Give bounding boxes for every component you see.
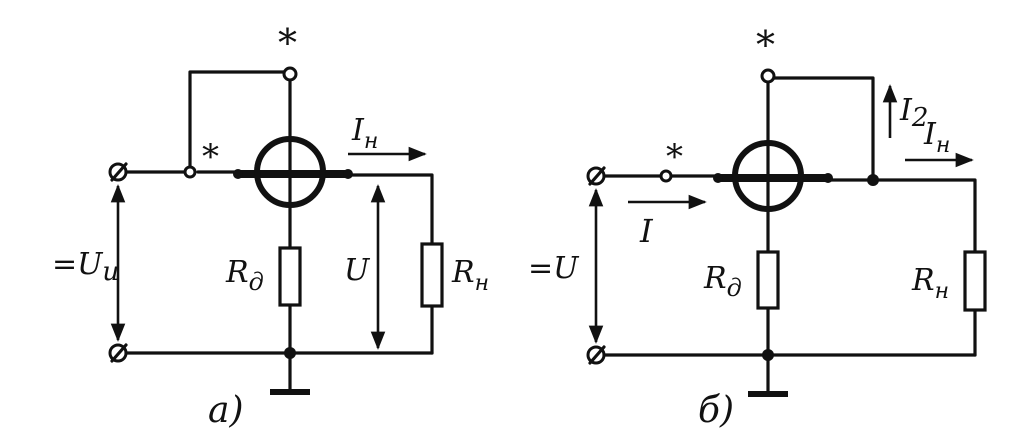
wire-voltage-loop-b: [771, 76, 875, 182]
input-current-label-b: I: [639, 212, 654, 250]
coil-node-right: [343, 169, 353, 179]
star-top-a: *: [278, 21, 297, 65]
junction-node-b: [867, 174, 879, 186]
star-top-b: *: [756, 23, 775, 67]
rd-label-a: Rд: [225, 255, 264, 296]
source-terminal-top-b: [586, 166, 606, 186]
i2-label-b: I2: [899, 93, 928, 133]
load-label-a: Rн: [451, 255, 489, 296]
star-left-b: *: [666, 137, 683, 177]
source-label-b: =U: [528, 251, 580, 286]
caption-b: б): [698, 390, 734, 431]
wire-load-top-b: [871, 178, 977, 254]
junction-open: [183, 165, 197, 179]
current-terminal-b: [659, 169, 673, 183]
coil-node-left-b: [713, 173, 723, 183]
resistor-load: [420, 242, 444, 308]
source-terminal-top: [108, 162, 128, 182]
source-terminal-bottom-b: [586, 345, 606, 365]
rd-label-b: Rд: [703, 261, 742, 302]
bottom-node-b: [762, 349, 774, 361]
caption-a: а): [208, 390, 244, 431]
coil-node-right-b: [823, 173, 833, 183]
source-terminal-bottom: [108, 343, 128, 363]
wattmeter-symbol-b: [732, 140, 804, 212]
load-label-b: Rн: [911, 263, 949, 304]
diagram-a: * * Iн =Uи Rд U Rн а): [52, 21, 489, 431]
bottom-node: [284, 347, 296, 359]
wire-voltage-loop: [188, 70, 289, 174]
current-label-a: Iн: [351, 113, 378, 154]
source-label-a: =Uи: [52, 247, 119, 287]
star-left-a: *: [202, 137, 219, 177]
voltage-terminal-b: [760, 68, 776, 84]
resistor-rd: [278, 246, 302, 307]
voltage-label-a: U: [344, 253, 371, 288]
coil-node-left: [233, 169, 243, 179]
wire-load-top: [346, 173, 434, 246]
resistor-load-b: [963, 250, 987, 312]
diagram-b: * * I I2 Iн =U Rд Rн б): [528, 23, 987, 431]
wattmeter-symbol: [254, 136, 326, 208]
load-current-label-b: Iн: [923, 117, 950, 158]
resistor-rd-b: [756, 250, 780, 310]
voltage-terminal: [282, 66, 298, 82]
